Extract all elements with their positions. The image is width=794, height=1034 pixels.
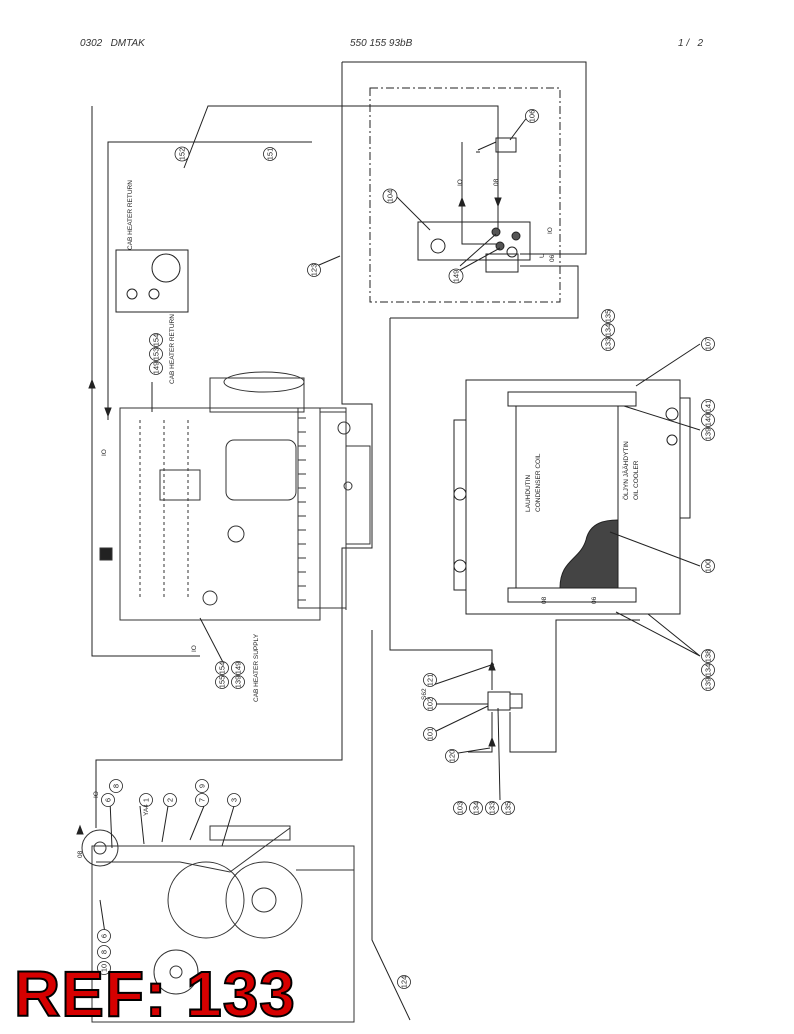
label-s62: S62 <box>421 688 428 700</box>
callout-141: 141 <box>704 400 713 413</box>
callout-104: 104 <box>386 190 395 203</box>
port-08-2: 08 <box>541 596 548 604</box>
callout-140: 140 <box>704 414 713 427</box>
label-cab-heater-supply: CAB HEATER SUPPLY <box>253 633 260 702</box>
pipe-151 <box>183 105 499 230</box>
callout-153: 153 <box>152 348 161 361</box>
callout-101: 101 <box>426 728 435 741</box>
pipe-124 <box>371 630 411 1021</box>
callout-8-b: 8 <box>100 950 109 954</box>
pipe-oil-in <box>389 318 493 690</box>
header-part-number: 550 155 93bB <box>350 38 413 49</box>
callout-149-c: 149 <box>234 662 243 675</box>
label-oil-cooler-en: OIL COOLER <box>633 460 640 500</box>
callout-139-a: 139 <box>704 428 713 441</box>
port-08-1: 08 <box>493 178 500 186</box>
pipe-cooler-return <box>509 619 640 753</box>
callout-106: 106 <box>528 110 537 123</box>
pipe-oil-out <box>390 265 579 319</box>
callout-134-a: 134 <box>604 324 613 337</box>
port-io-4: IO <box>191 645 198 652</box>
port-06-1: 06 <box>549 254 556 262</box>
port-io-5: IO <box>93 791 100 798</box>
engine-block <box>99 371 371 621</box>
header-page-number: 1 / 2 <box>678 38 704 49</box>
pipe-123 <box>95 62 373 828</box>
callout-6-b: 6 <box>100 934 109 938</box>
callout-7: 7 <box>198 798 207 802</box>
label-oil-cooler-fi: ÖLJYN JÄÄHDYTIN <box>622 441 630 500</box>
callout-151: 151 <box>266 148 275 161</box>
port-io-3: IO <box>101 449 108 456</box>
callout-135-a: 135 <box>604 310 613 323</box>
port-io-2: IO <box>547 227 554 234</box>
callout-120: 120 <box>448 750 457 763</box>
callout-152: 152 <box>178 148 187 161</box>
callout-134-c: 134 <box>472 802 481 815</box>
callout-102: 102 <box>426 698 435 711</box>
callout-121: 121 <box>426 674 435 687</box>
pipe-120 <box>468 712 493 753</box>
engine-front <box>81 825 355 1023</box>
ref-stamp: REF: 133 <box>13 958 296 1030</box>
port-06-2: 06 <box>591 596 598 604</box>
port-io-1: IO <box>457 179 464 186</box>
label-cab-heater-return-1: CAB HEATER RETURN <box>127 180 134 250</box>
port-08-3: 08 <box>77 850 84 858</box>
header-model: 0302 DMTAK <box>80 38 145 49</box>
pipe-io <box>461 142 498 245</box>
pipe-return <box>107 141 312 420</box>
callout-2: 2 <box>166 798 175 802</box>
callout-124: 124 <box>400 976 409 989</box>
solenoid-106 <box>495 137 517 153</box>
callout-154-a: 154 <box>152 334 161 347</box>
label-condenser-en: CONDENSER COIL <box>535 453 542 512</box>
valve-enclosure <box>369 87 561 303</box>
callout-155: 155 <box>218 676 227 689</box>
callout-135-b: 135 <box>504 802 513 815</box>
pipe-152 <box>91 106 200 657</box>
callout-100: 100 <box>704 560 713 573</box>
label-condenser-fi: LAUHDUTIN <box>525 474 532 512</box>
pump-102 <box>487 691 511 711</box>
callout-139-b: 139 <box>704 678 713 691</box>
callout-133-b: 133 <box>488 802 497 815</box>
callout-8: 8 <box>112 784 121 788</box>
callout-6: 6 <box>104 798 113 802</box>
callout-154-b: 154 <box>218 662 227 675</box>
pipe-top-loop <box>342 61 587 255</box>
port-u: U <box>539 253 546 258</box>
label-cab-heater-return-2: CAB HEATER RETURN <box>169 314 176 384</box>
callout-139-c: 139 <box>234 676 243 689</box>
callout-149: 149 <box>452 270 461 283</box>
callout-3: 3 <box>230 798 239 802</box>
callout-9: 9 <box>198 784 207 788</box>
callout-133-a: 133 <box>604 338 613 351</box>
callout-103: 103 <box>456 802 465 815</box>
callout-107: 107 <box>704 338 713 351</box>
callout-123: 123 <box>310 264 319 277</box>
label-ya4: YA4 <box>143 804 150 816</box>
callout-1: 1 <box>142 798 151 802</box>
callout-10: 10 <box>100 964 109 972</box>
heater-return-fitting <box>115 249 189 313</box>
callout-134-b: 134 <box>704 664 713 677</box>
callout-149-b: 149 <box>152 362 161 375</box>
valve-block-104 <box>417 221 531 261</box>
callout-138: 138 <box>704 650 713 663</box>
